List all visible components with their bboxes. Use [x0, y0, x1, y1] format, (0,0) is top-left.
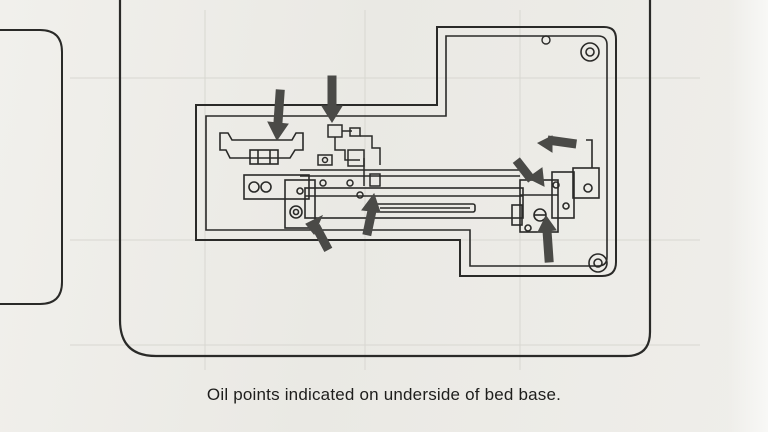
- oil-arrow-2: [321, 75, 343, 123]
- center-mechanism: [317, 124, 381, 199]
- corner-screw-top: [580, 42, 600, 62]
- drive-shaft: [304, 187, 524, 219]
- oil-point-arrows: [267, 75, 577, 263]
- oil-arrow-6: [305, 214, 333, 253]
- upper-shaft: [300, 169, 520, 177]
- oil-arrow-7: [537, 215, 557, 263]
- corner-screw-bottom: [588, 253, 608, 273]
- bed-outline: [118, 0, 652, 358]
- show-through-lines: [70, 10, 700, 370]
- oil-arrow-1: [267, 89, 289, 141]
- bed-base-outline: [195, 26, 617, 277]
- bed-base-inner-outline: [205, 35, 608, 267]
- oil-arrow-5: [361, 192, 381, 237]
- adjacent-figure-frame: [0, 29, 63, 305]
- small-screw: [541, 35, 551, 45]
- lower-left-block: [243, 174, 316, 229]
- right-mechanism: [511, 139, 600, 233]
- figure-caption: Oil points indicated on underside of bed…: [206, 385, 562, 404]
- oil-arrow-4: [512, 157, 545, 187]
- page-edge: [728, 0, 768, 432]
- feed-bar-bracket: [219, 132, 304, 165]
- oil-arrow-3: [536, 135, 577, 153]
